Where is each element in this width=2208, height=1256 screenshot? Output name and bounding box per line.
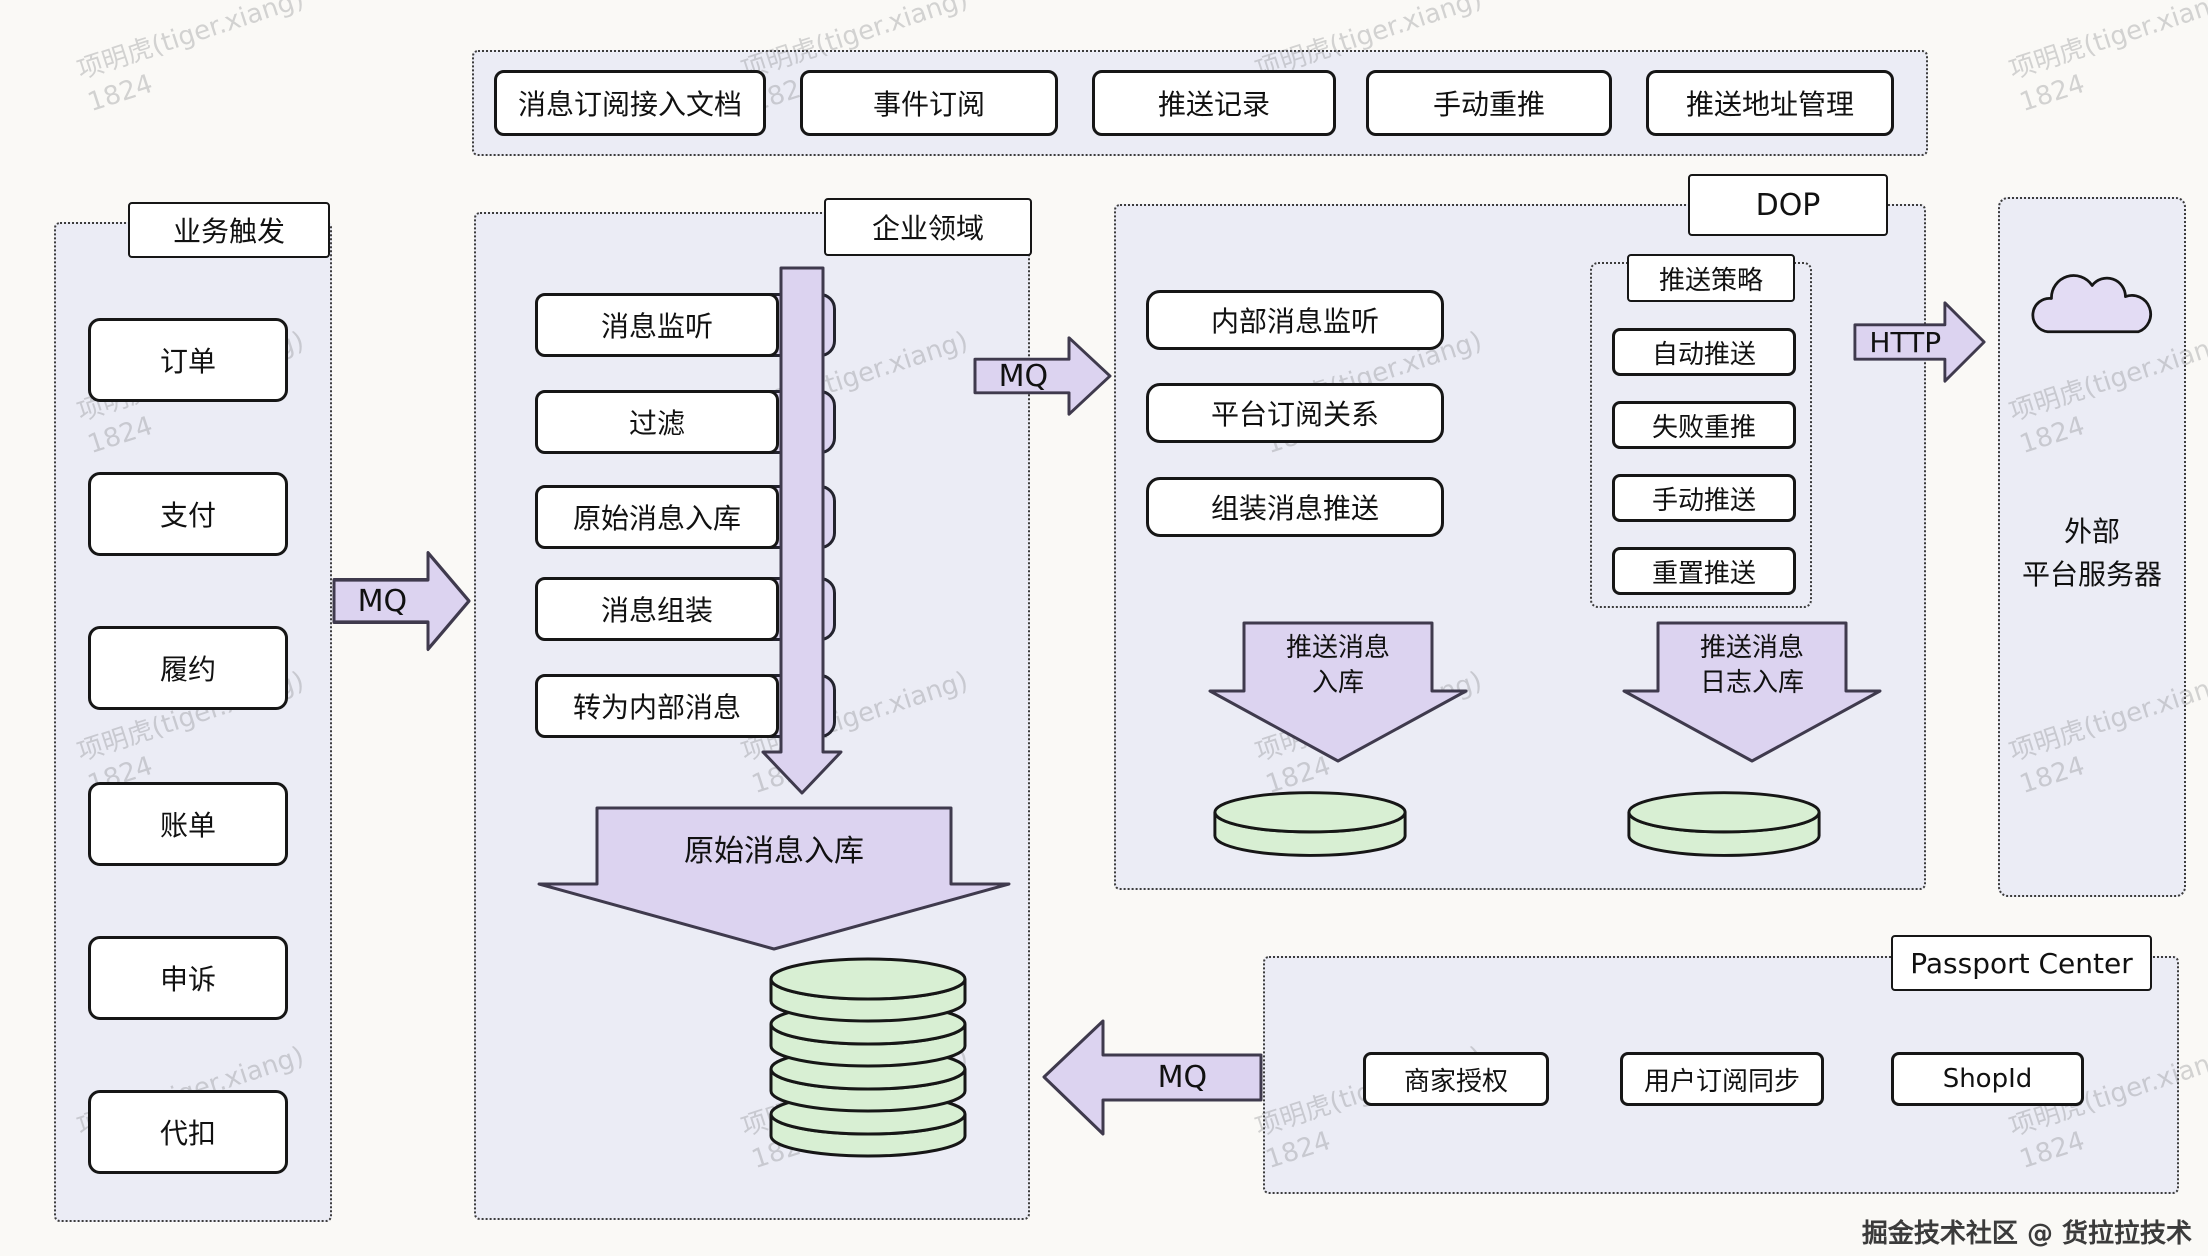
mq-arrow-passport-to-db: MQ <box>1039 1013 1263 1142</box>
dop-title: DOP <box>1688 174 1888 236</box>
down-arrow-icon <box>761 266 843 795</box>
step-filter-box: 过滤 <box>535 390 779 454</box>
right-arrow-icon <box>973 336 1112 416</box>
dop-platform-subscription-box: 平台订阅关系 <box>1146 383 1444 443</box>
push-log-store-arrow-label: 推送消息 日志入库 <box>1699 633 1804 699</box>
big-down-arrow-icon <box>537 806 1011 951</box>
biz-appeal-box: 申诉 <box>88 936 288 1020</box>
mq-arrow-label: MQ <box>1157 1060 1208 1095</box>
biz-bill-box: 账单 <box>88 782 288 866</box>
pipeline-down-arrow <box>760 266 844 796</box>
big-down-arrow-icon <box>1208 621 1468 763</box>
mq-arrow-business-to-enterprise: MQ <box>332 548 472 654</box>
toolbar-item-push-record: 推送记录 <box>1092 70 1336 136</box>
push-msg-store-arrow-label: 推送消息 入库 <box>1285 633 1390 699</box>
push-msg-store-arrow: 推送消息 入库 <box>1206 621 1470 764</box>
enterprise-domain-title: 企业领域 <box>824 198 1032 256</box>
http-arrow-label: HTTP <box>1869 325 1942 359</box>
dop-assemble-push-box: 组装消息推送 <box>1146 477 1444 537</box>
step-msg-listen-box: 消息监听 <box>535 293 779 357</box>
step-raw-store-box: 原始消息入库 <box>535 485 779 549</box>
business-trigger-title: 业务触发 <box>128 202 330 258</box>
dop-internal-listen-box: 内部消息监听 <box>1146 290 1444 350</box>
biz-withhold-box: 代扣 <box>88 1090 288 1174</box>
external-server-label: 外部 平台服务器 <box>2021 515 2162 592</box>
raw-message-database-icon <box>766 950 970 1160</box>
watermark-text: 项明虎(tiger.xiang)1824 <box>2005 0 2208 118</box>
big-down-arrow-icon <box>1622 621 1882 763</box>
strategy-manual-push-box: 手动推送 <box>1612 474 1796 522</box>
toolbar-item-msg-subscribe-doc: 消息订阅接入文档 <box>494 70 766 136</box>
passport-shopid-box: ShopId <box>1891 1052 2084 1106</box>
biz-payment-box: 支付 <box>88 472 288 556</box>
strategy-reset-push-box: 重置推送 <box>1612 547 1796 595</box>
toolbar-item-event-subscribe: 事件订阅 <box>800 70 1058 136</box>
right-arrow-icon <box>332 550 471 652</box>
mq-arrow-enterprise-to-dop: MQ <box>973 334 1113 418</box>
biz-order-box: 订单 <box>88 318 288 402</box>
toolbar-item-manual-repush: 手动重推 <box>1366 70 1612 136</box>
left-arrow-icon <box>1042 1019 1263 1136</box>
mq-arrow-label: MQ <box>357 583 408 619</box>
push-log-db-icon <box>1624 778 1824 874</box>
passport-merchant-auth-box: 商家授权 <box>1363 1052 1549 1106</box>
strategy-auto-push-box: 自动推送 <box>1612 328 1796 376</box>
raw-store-big-arrow: 原始消息入库 <box>535 806 1013 952</box>
step-msg-assemble-box: 消息组装 <box>535 577 779 641</box>
watermark-text: 项明虎(tiger.xiang)1824 <box>73 0 308 118</box>
right-arrow-icon <box>1853 301 1986 383</box>
toolbar-item-push-address-mgmt: 推送地址管理 <box>1646 70 1894 136</box>
http-arrow-dop-to-external: HTTP <box>1853 299 1987 385</box>
mq-arrow-label: MQ <box>998 358 1049 394</box>
footer-credit: 掘金技术社区 @ 货拉拉技术 <box>1861 1219 2192 1249</box>
passport-user-sub-sync-box: 用户订阅同步 <box>1620 1052 1824 1106</box>
push-log-store-arrow: 推送消息 日志入库 <box>1620 621 1884 764</box>
push-strategy-title: 推送策略 <box>1627 254 1795 302</box>
passport-center-title: Passport Center <box>1891 935 2152 991</box>
biz-fulfillment-box: 履约 <box>88 626 288 710</box>
step-to-internal-box: 转为内部消息 <box>535 674 779 738</box>
push-message-db-icon <box>1210 778 1410 874</box>
raw-store-arrow-label: 原始消息入库 <box>684 834 864 869</box>
strategy-fail-retry-box: 失败重推 <box>1612 401 1796 449</box>
cloud-icon <box>2020 255 2168 353</box>
